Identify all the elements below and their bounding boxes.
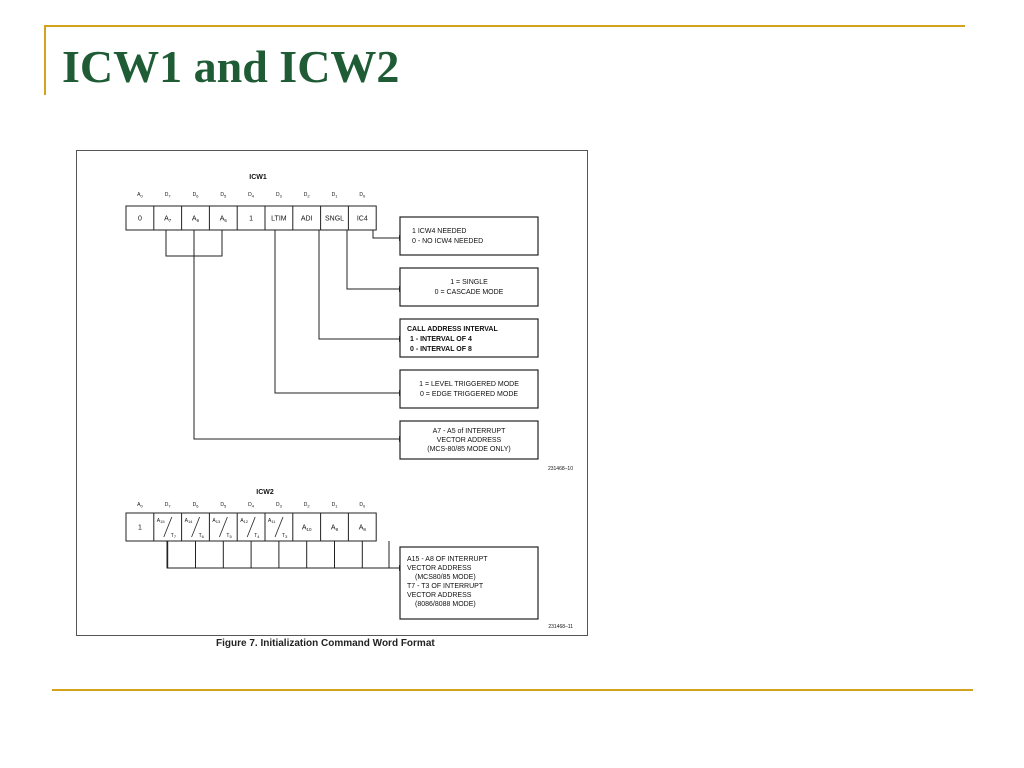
icw1-box-adi-line1: CALL ADDRESS INTERVAL	[407, 326, 498, 333]
icw2-cell-value: A10	[302, 525, 312, 533]
icw2-connectors	[166, 541, 399, 569]
icw1-box-vector-line2: VECTOR ADDRESS	[437, 437, 502, 444]
icw1-bit-header: A0	[137, 192, 143, 199]
icw1-box-adi-line3: 0 - INTERVAL OF 8	[410, 346, 472, 353]
icw2-bit-header: A0	[137, 502, 143, 509]
icw2-cell-value: A9	[331, 525, 339, 533]
icw1-box-vector: A7 - A5 of INTERRUPT VECTOR ADDRESS (MCS…	[399, 420, 539, 460]
icw1-bit-header: D0	[359, 192, 366, 199]
icw1-box-sngl-line1: 1 = SINGLE	[450, 279, 488, 286]
slide-title: ICW1 and ICW2	[62, 41, 400, 92]
icw1-bit-header: D3	[276, 192, 283, 199]
icw2-cell-top: A11	[268, 518, 276, 524]
icw2-bit-header: D6	[193, 502, 200, 509]
icw2-cell-top: A12	[240, 518, 249, 524]
icw2-cell-bottom: T6	[199, 533, 205, 539]
icw1-box-sngl-line2: 0 = CASCADE MODE	[435, 289, 504, 296]
icw1-box-ltim: 1 = LEVEL TRIGGERED MODE 0 = EDGE TRIGGE…	[399, 369, 539, 409]
icw2-box-line3: (MCS80/85 MODE)	[415, 574, 476, 581]
icw2-bit-header: D3	[276, 502, 283, 509]
icw1-register	[125, 205, 377, 231]
icw2-bit-headers: A0 D7 D6 D5 D4 D3 D2 D1 D0	[137, 502, 366, 509]
icw1-bit-header: D1	[332, 192, 339, 199]
icw2-bit-header: D2	[304, 502, 311, 509]
icw2-box-line2: VECTOR ADDRESS	[407, 565, 472, 572]
icw1-bit-header: D7	[165, 192, 172, 199]
icw2-cell-top: A13	[212, 518, 221, 524]
icw1-cell-value: LTIM	[271, 216, 287, 223]
icw1-cells: 0 A7 A6 A5 1 LTIM ADI SNGL IC4	[138, 216, 368, 224]
icw1-cell-value: A5	[220, 216, 228, 224]
icw1-label: ICW1	[249, 174, 267, 181]
icw2-cell-value: A8	[359, 525, 367, 533]
icw1-bit-header: D5	[220, 192, 227, 199]
icw2-cell-bottom: T3	[282, 533, 288, 539]
left-accent-rule	[44, 25, 46, 95]
icw2-cell-bottom: T4	[254, 533, 260, 539]
figure-caption: Figure 7. Initialization Command Word Fo…	[216, 638, 435, 649]
icw1-cell-value: IC4	[357, 216, 368, 223]
icw2-box: A15 - A8 OF INTERRUPT VECTOR ADDRESS (MC…	[399, 546, 539, 620]
icw1-connectors	[165, 230, 399, 440]
icw2-cell-value: 1	[138, 525, 142, 532]
icw2-bit-header: D4	[248, 502, 255, 509]
icw1-box-sngl: 1 = SINGLE 0 = CASCADE MODE	[399, 267, 539, 307]
icw2-cell-slash	[191, 516, 200, 538]
icw2-cell-slash	[246, 516, 256, 538]
icw2-cell-top: A15	[157, 518, 166, 524]
bottom-rule	[52, 689, 973, 691]
icw1-bit-header: D2	[304, 192, 311, 199]
icw1-cell-value: 0	[138, 216, 142, 223]
top-rule	[44, 25, 965, 27]
icw1-cell-value: A7	[164, 216, 172, 224]
icw2-box-line4: T7 - T3 OF INTERRUPT	[407, 583, 484, 590]
icw1-bit-header: D4	[248, 192, 255, 199]
icw2-cell-slash	[219, 516, 228, 538]
icw2-box-line1: A15 - A8 OF INTERRUPT	[407, 556, 488, 563]
icw1-cell-value: SNGL	[325, 216, 344, 223]
icw1-box-vector-line3: (MCS-80/85 MODE ONLY)	[427, 446, 511, 453]
icw2-cell-bottom: T7	[171, 533, 177, 539]
icw1-box-ic4: 1 ICW4 NEEDED 0 - NO ICW4 NEEDED	[399, 216, 539, 256]
icw2-bit-header: D1	[332, 502, 339, 509]
icw2-ref-number: 231468–11	[548, 624, 573, 630]
icw2-box-line5: VECTOR ADDRESS	[407, 592, 472, 599]
icw2-cell-top: A14	[185, 518, 194, 524]
icw2-box-line6: (8086/8088 MODE)	[415, 601, 476, 608]
icw1-box-ltim-line2: 0 = EDGE TRIGGERED MODE	[420, 391, 518, 398]
icw2-bit-header: D0	[359, 502, 366, 509]
icw2-cell-slash	[274, 516, 284, 538]
icw1-bit-header: D6	[193, 192, 200, 199]
icw1-ref-number: 231468–10	[548, 466, 573, 472]
icw2-bus-ticks	[167, 541, 363, 568]
icw1-box-vector-line1: A7 - A5 of INTERRUPT	[433, 428, 506, 435]
icw1-bit-headers: A0 D7 D6 D5 D4 D3 D2 D1 D0	[137, 192, 366, 199]
icw2-bit-header: D7	[165, 502, 172, 509]
icw1-register-outline	[125, 205, 377, 231]
icw1-box-ic4-line2: 0 - NO ICW4 NEEDED	[412, 238, 483, 245]
icw2-cell-slash	[163, 516, 173, 538]
icw2-bit-header: D5	[220, 502, 227, 509]
icw1-box-adi: CALL ADDRESS INTERVAL 1 - INTERVAL OF 4 …	[399, 318, 539, 358]
icw2-cell-bottom: T5	[226, 533, 232, 539]
icw1-box-adi-line2: 1 - INTERVAL OF 4	[410, 336, 472, 343]
icw2-label: ICW2	[256, 489, 274, 496]
icw1-cell-value: ADI	[301, 216, 313, 223]
icw1-cell-value: A6	[192, 216, 200, 224]
icw1-box-ltim-line1: 1 = LEVEL TRIGGERED MODE	[419, 381, 519, 388]
icw1-box-ic4-line1: 1 ICW4 NEEDED	[412, 228, 466, 235]
icw1-cell-value: 1	[249, 216, 253, 223]
